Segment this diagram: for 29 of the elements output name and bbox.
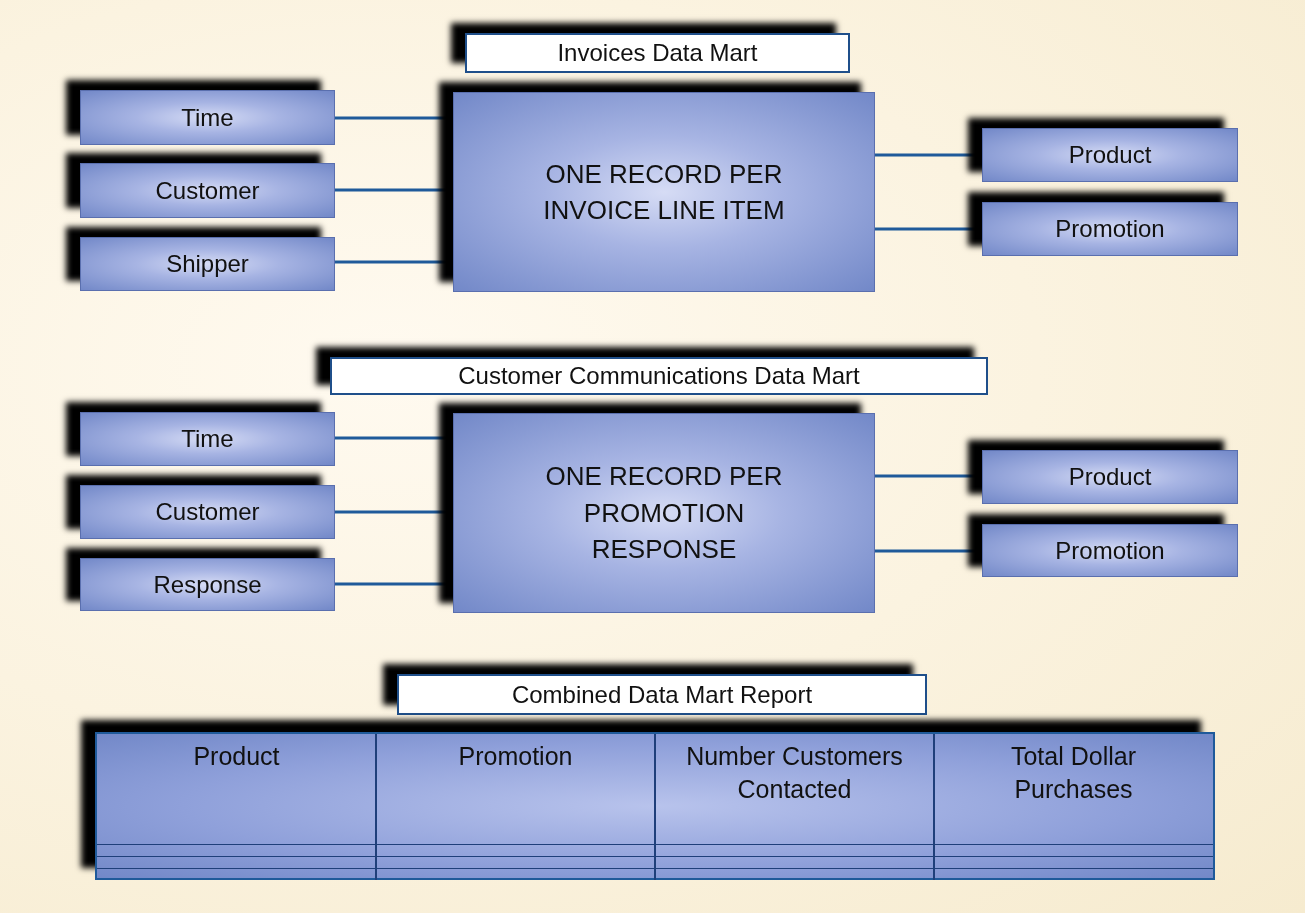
title-box: Invoices Data Mart — [465, 33, 850, 73]
column-header: Total Dollar Purchases — [1009, 741, 1138, 805]
connector-line — [335, 436, 453, 440]
connector-line — [875, 549, 982, 553]
connector-line — [875, 474, 982, 478]
dimension-box: Promotion — [982, 202, 1238, 256]
dimension-box: Product — [982, 128, 1238, 182]
connector-line — [875, 227, 982, 231]
title-box: Customer Communications Data Mart — [330, 357, 988, 395]
connector-line — [335, 510, 453, 514]
connector-line — [335, 582, 453, 586]
dimension-box: Promotion — [982, 524, 1238, 577]
dimension-box: Response — [80, 558, 335, 611]
connector-line — [875, 153, 982, 157]
dimension-box: Product — [982, 450, 1238, 504]
dimension-box: Customer — [80, 163, 335, 218]
fact-table-box: ONE RECORD PER PROMOTION RESPONSE — [453, 413, 875, 613]
column-header: Promotion — [457, 741, 574, 772]
connector-line — [335, 260, 453, 264]
dimension-box: Shipper — [80, 237, 335, 291]
dimension-box: Time — [80, 90, 335, 145]
connector-line — [335, 116, 453, 120]
dimension-box: Time — [80, 412, 335, 466]
dimension-box: Customer — [80, 485, 335, 539]
connector-line — [335, 188, 453, 192]
fact-table-box: ONE RECORD PER INVOICE LINE ITEM — [453, 92, 875, 292]
title-box: Combined Data Mart Report — [397, 674, 927, 715]
column-header: Number Customers Contacted — [685, 741, 904, 805]
column-header: Product — [192, 741, 281, 772]
